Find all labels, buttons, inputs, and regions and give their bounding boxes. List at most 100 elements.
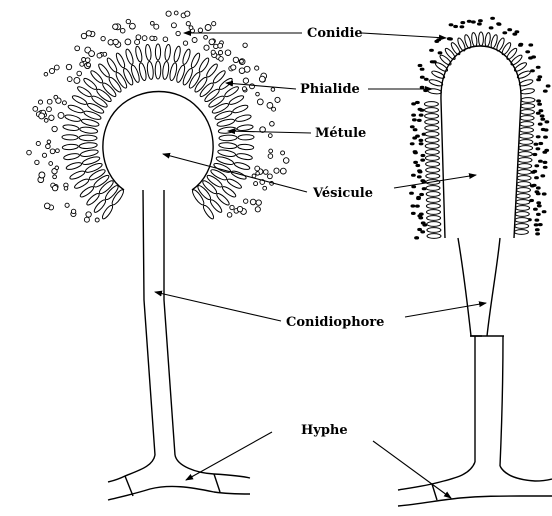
phialide-cell xyxy=(516,206,530,211)
phialide-cell xyxy=(425,120,439,125)
conidium xyxy=(536,186,541,189)
conidium xyxy=(449,23,454,26)
conidium xyxy=(44,203,50,209)
label-vesicule: Vésicule xyxy=(312,186,373,201)
conidium xyxy=(130,23,136,29)
phialide-cell xyxy=(425,132,439,137)
phialide-cell xyxy=(63,124,80,131)
conidium xyxy=(239,68,245,74)
conidium xyxy=(534,164,539,167)
conidium xyxy=(97,53,102,58)
conidium xyxy=(438,51,443,54)
conidium xyxy=(533,208,538,211)
phialide-cell xyxy=(520,116,534,121)
pointer-conidie-right xyxy=(362,33,446,38)
conidium xyxy=(84,217,89,222)
phialide-cell xyxy=(190,52,202,69)
conidium xyxy=(537,103,542,106)
conidium xyxy=(411,114,416,117)
conidium xyxy=(411,174,416,177)
conidium xyxy=(47,99,52,104)
phialide-cell xyxy=(517,170,531,175)
conidium xyxy=(259,76,265,82)
conidium xyxy=(467,20,472,23)
label-phialide: Phialide xyxy=(300,82,360,97)
metule-cell xyxy=(219,142,237,149)
conidium xyxy=(268,174,273,179)
phialide-cell xyxy=(135,46,144,63)
conidium xyxy=(36,141,40,145)
phialide-cell xyxy=(471,32,478,47)
phialide-cell xyxy=(238,134,254,140)
conidium xyxy=(120,28,125,33)
conidium xyxy=(256,92,260,96)
conidium xyxy=(54,95,58,99)
conidium xyxy=(186,22,190,26)
conidium xyxy=(420,230,425,233)
phialide-cell xyxy=(173,46,182,63)
conidium xyxy=(256,200,261,205)
conidium xyxy=(166,11,171,16)
phialide-cell xyxy=(517,182,531,187)
phialide-cell xyxy=(426,168,440,173)
conidium xyxy=(542,210,547,213)
conidium xyxy=(415,164,420,167)
conidium xyxy=(126,19,130,23)
conidium xyxy=(198,28,202,32)
conidium xyxy=(101,36,105,40)
conidium xyxy=(64,187,68,191)
conidium xyxy=(417,119,422,122)
conidium xyxy=(429,49,434,52)
conidium xyxy=(534,176,539,179)
conidium xyxy=(490,17,495,20)
phialide-cell xyxy=(64,114,81,123)
conidium xyxy=(496,22,501,25)
conidium xyxy=(536,135,541,138)
conidium xyxy=(230,205,234,209)
conidium xyxy=(534,143,539,146)
pointer-conidiophore-right xyxy=(405,303,486,317)
conidium xyxy=(545,120,550,123)
conidium xyxy=(243,78,248,83)
conidium xyxy=(257,99,263,105)
conidium xyxy=(536,213,541,216)
conidium xyxy=(417,175,422,178)
phialide-cell xyxy=(164,44,171,60)
conidium xyxy=(542,192,547,195)
conidium xyxy=(540,118,545,121)
conidium xyxy=(49,115,54,120)
conidium xyxy=(263,186,267,190)
conidium xyxy=(52,126,57,131)
phialide-cell xyxy=(426,204,440,209)
conidium xyxy=(150,36,154,40)
conidium xyxy=(411,204,416,207)
conidium xyxy=(125,39,131,45)
left-stalk xyxy=(143,190,155,455)
conidium xyxy=(543,161,548,164)
conidium xyxy=(414,236,419,239)
conidium xyxy=(420,76,425,79)
right-vesicle xyxy=(441,46,521,238)
conidium xyxy=(65,203,69,207)
conidium xyxy=(212,22,216,26)
phialide-cell xyxy=(427,234,441,239)
conidium xyxy=(268,134,272,138)
conidium xyxy=(218,51,222,55)
right-phialide-layer xyxy=(424,32,535,238)
conidium xyxy=(205,25,211,31)
conidium xyxy=(280,168,286,174)
conidium xyxy=(535,228,540,231)
conidium xyxy=(209,39,215,45)
conidium xyxy=(58,112,64,118)
conidium xyxy=(242,87,246,91)
conidium xyxy=(507,28,512,31)
phialide-cell xyxy=(425,156,439,161)
conidium xyxy=(176,31,180,35)
phialide-cell xyxy=(518,158,532,163)
phialide-cell xyxy=(479,32,484,46)
conidium xyxy=(113,39,118,44)
conidium xyxy=(536,99,541,102)
conidium xyxy=(525,50,530,53)
metule-cell xyxy=(79,135,97,141)
